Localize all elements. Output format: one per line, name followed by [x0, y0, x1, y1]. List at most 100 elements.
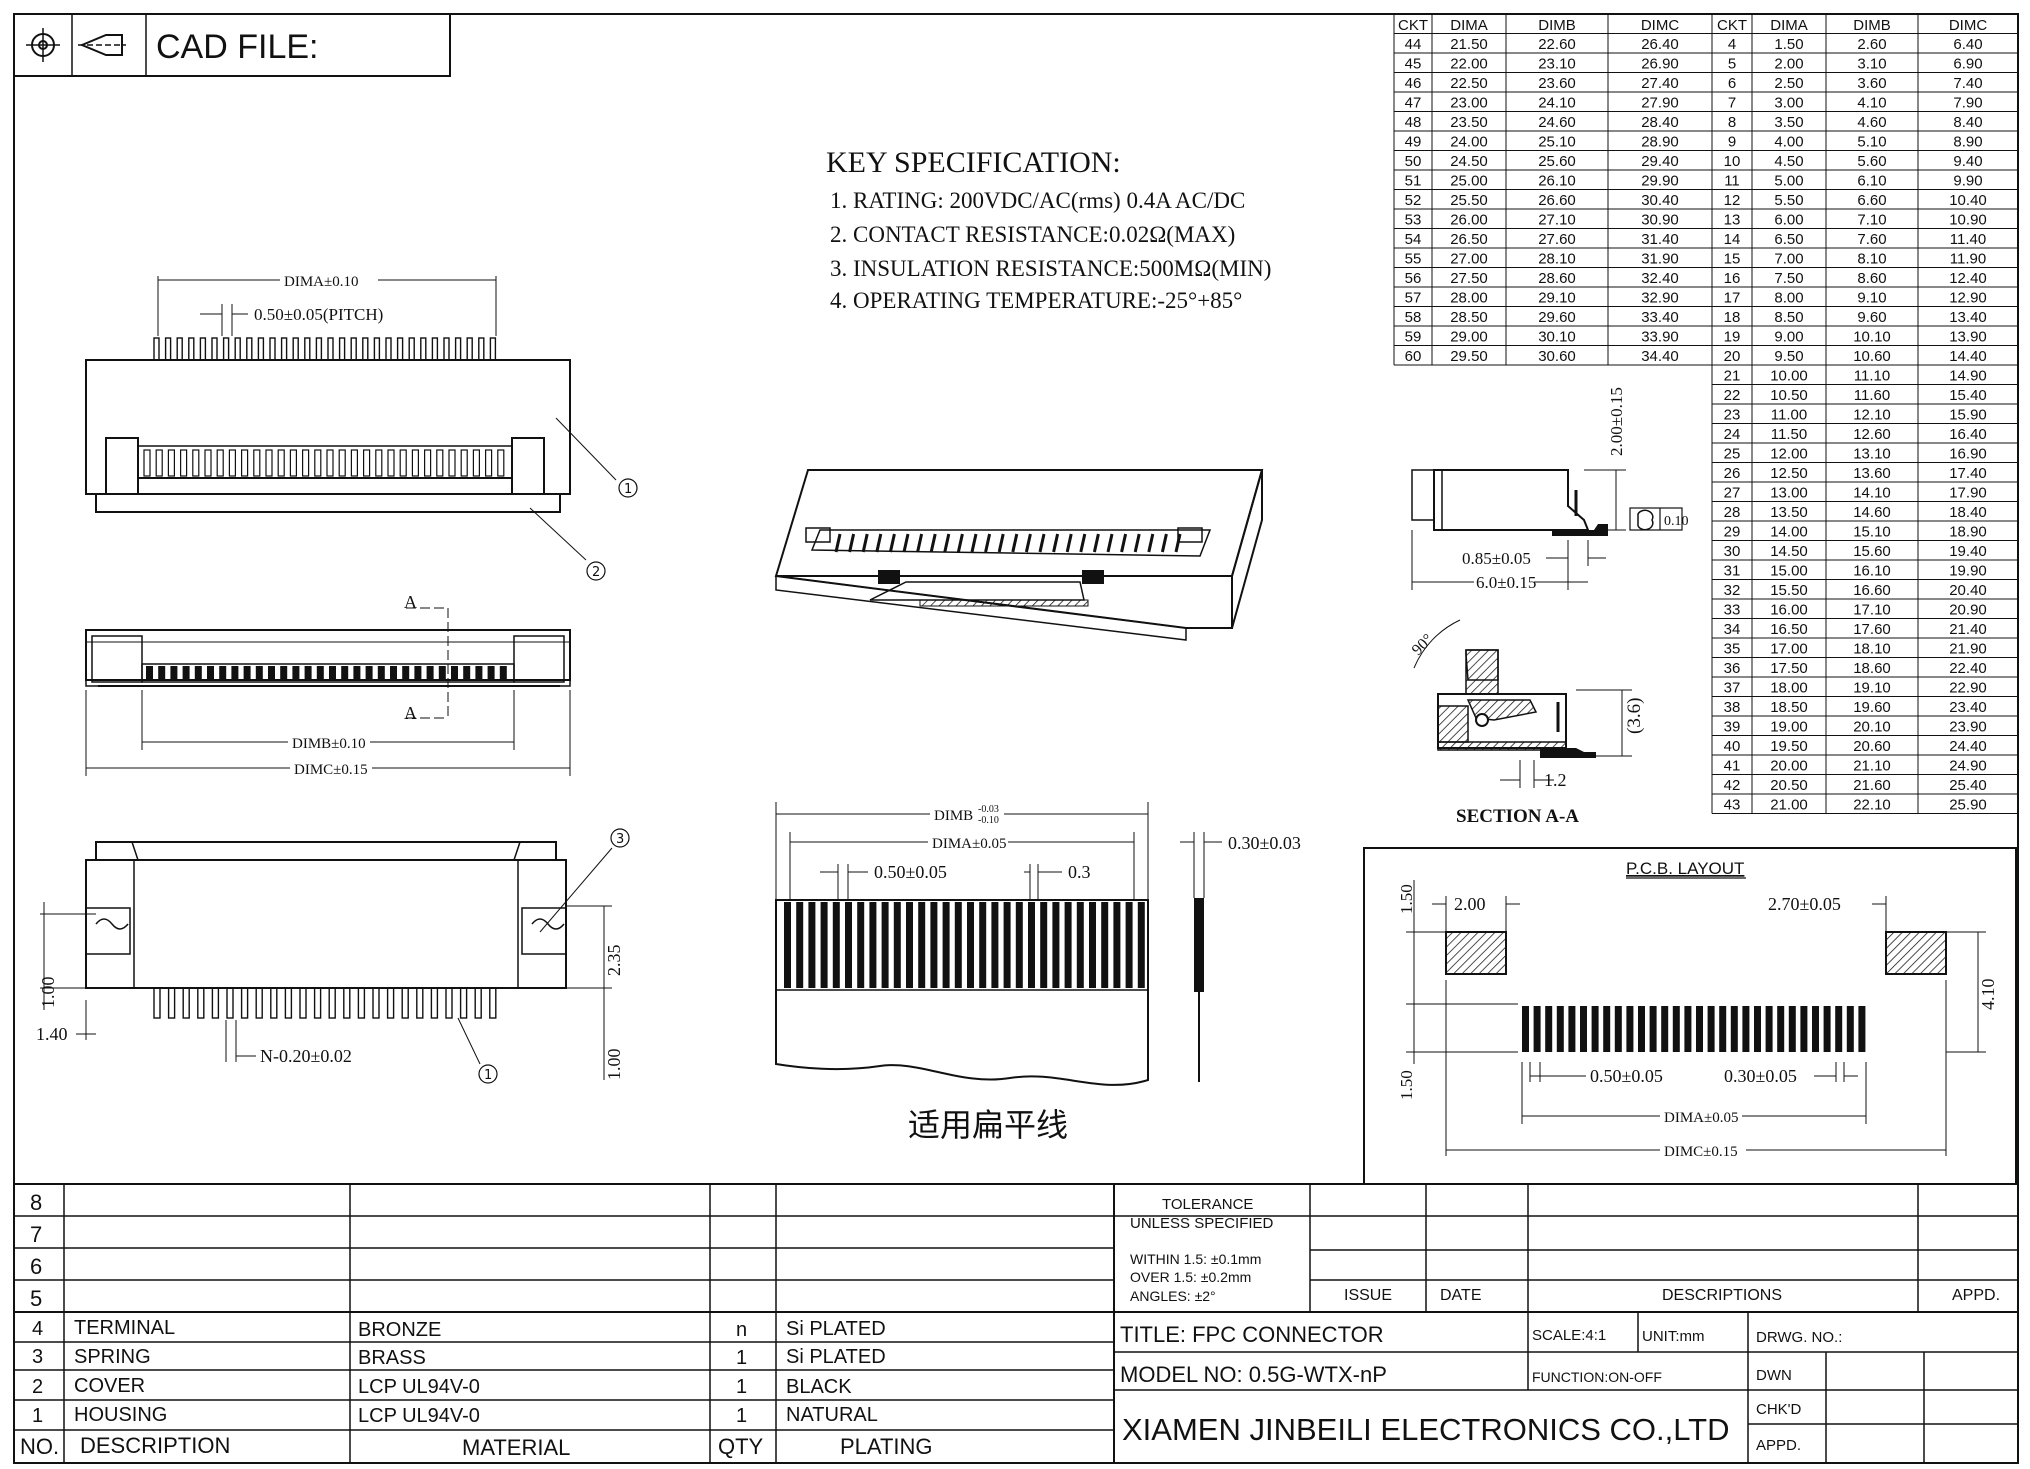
pcb-pad: [1707, 1006, 1715, 1052]
pin: [327, 337, 334, 361]
isometric-contacts: [834, 533, 1182, 553]
pcb-pad: [1533, 1006, 1541, 1052]
appd-label: APPD.: [1756, 1437, 1801, 1454]
ckt-cell: 57: [1405, 290, 1422, 307]
svg-text:NO.: NO.: [20, 1434, 59, 1459]
pin: [257, 337, 265, 361]
ckt-cell: 59: [1405, 329, 1422, 346]
ckt-cell: 34: [1724, 621, 1741, 638]
top-view-pins: [153, 337, 497, 361]
ckt-cell: 11.10: [1854, 368, 1890, 385]
contact: [243, 666, 251, 680]
contact: [158, 666, 166, 680]
ckt-cell: 29: [1724, 524, 1741, 541]
pin: [445, 987, 453, 1019]
contact: [1079, 533, 1087, 553]
pin: [269, 337, 276, 361]
pin: [443, 337, 450, 361]
bom-header: NO. DESCRIPTION MATERIAL QTY PLATING: [20, 1433, 933, 1460]
svg-text:Si PLATED: Si PLATED: [786, 1346, 886, 1368]
pcb-pad: [1545, 1006, 1553, 1052]
ckt-cell: 13: [1724, 212, 1741, 229]
pcb-pad: [1800, 1006, 1808, 1052]
ckt-cell: 45: [1405, 56, 1422, 73]
fpc-finger: [820, 902, 828, 988]
projection-symbol-icon: [26, 28, 60, 62]
contact: [170, 666, 178, 680]
contact: [387, 449, 395, 477]
pin: [343, 987, 351, 1019]
ckt-cell: 19.00: [1770, 719, 1808, 736]
fpc-finger: [1125, 902, 1133, 988]
ckt-cell: 15.10: [1853, 524, 1891, 541]
pin: [373, 337, 381, 361]
ckt-cell: 10.00: [1770, 368, 1808, 385]
svg-text:HOUSING: HOUSING: [74, 1404, 167, 1426]
svg-text:BLACK: BLACK: [786, 1376, 852, 1398]
ckt-cell: 26: [1724, 465, 1741, 482]
contact: [314, 449, 322, 477]
ckt-cell: 12.90: [1949, 290, 1987, 307]
dim-dimb-front: DIMB±0.10: [292, 736, 366, 752]
contact: [341, 666, 349, 680]
svg-text:1: 1: [736, 1347, 747, 1369]
svg-text:PLATING: PLATING: [840, 1434, 933, 1459]
ckt-cell: 9.10: [1857, 290, 1886, 307]
ckt-cell: 27.40: [1641, 75, 1679, 92]
pin: [430, 987, 439, 1019]
ckt-cell: 16.60: [1853, 582, 1891, 599]
company-name: XIAMEN JINBEILI ELECTRONICS CO.,LTD: [1122, 1412, 1729, 1447]
bom-row-8: 8: [30, 1190, 42, 1215]
contact: [451, 666, 458, 680]
fpc-finger: [893, 902, 901, 988]
contact: [984, 533, 992, 553]
ckt-header-cell: DIMA: [1770, 17, 1808, 34]
bom-row-5: 5: [30, 1286, 42, 1311]
ckt-cell: 11.40: [1950, 231, 1986, 248]
tolerance-within: WITHIN 1.5: ±0.1mm: [1130, 1251, 1261, 1267]
pcb-dim-dima: DIMA±0.05: [1664, 1110, 1738, 1126]
ckt-cell: 22.50: [1450, 75, 1488, 92]
contact: [1024, 533, 1032, 553]
bom-row-6: 6: [30, 1254, 42, 1279]
pin: [478, 337, 485, 361]
ckt-cell: 7.10: [1857, 212, 1886, 229]
contact: [460, 449, 468, 477]
contact: [390, 666, 397, 680]
pcb-pad: [1696, 1006, 1703, 1052]
ckt-cell: 6: [1728, 75, 1736, 92]
contact: [204, 449, 212, 477]
ckt-cell: 17.00: [1770, 641, 1808, 658]
ckt-cell: 29.90: [1641, 173, 1679, 190]
ckt-cell: 25: [1724, 446, 1741, 463]
front-view-contacts: [146, 666, 507, 680]
ckt-cell: 23.60: [1538, 75, 1576, 92]
pin: [466, 337, 473, 361]
ckt-cell: 43: [1724, 797, 1741, 814]
ckt-cell: 40: [1724, 738, 1741, 755]
ckt-cell: 7.00: [1774, 251, 1803, 268]
contact: [834, 533, 842, 553]
ckt-cell: 26.10: [1538, 173, 1576, 190]
ckt-cell: 23.10: [1538, 56, 1576, 73]
fpc-finger: [857, 902, 865, 988]
ckt-cell: 6.40: [1953, 36, 1982, 53]
ckt-cell: 16.10: [1853, 563, 1891, 580]
ckt-cell: 13.00: [1770, 485, 1808, 502]
ckt-cell: 30.10: [1538, 329, 1576, 346]
ckt-cell: 25.50: [1450, 192, 1488, 209]
ckt-cell: 10.60: [1853, 348, 1891, 365]
contact: [487, 666, 495, 680]
pin: [226, 987, 234, 1019]
spec-line-1: 1. RATING: 200VDC/AC(rms) 0.4A AC/DC: [830, 188, 1245, 213]
contact: [956, 533, 964, 553]
ckt-cell: 12.40: [1949, 270, 1987, 287]
ckt-cell: 12.00: [1770, 446, 1808, 463]
ckt-cell: 16: [1724, 270, 1741, 287]
contact: [155, 449, 163, 477]
ckt-cell: 20.60: [1853, 738, 1891, 755]
ckt-cell: 5: [1728, 56, 1736, 73]
section-mark-a-bottom: A: [404, 703, 417, 723]
contact: [1133, 533, 1141, 553]
ckt-cell: 25.60: [1538, 153, 1576, 170]
